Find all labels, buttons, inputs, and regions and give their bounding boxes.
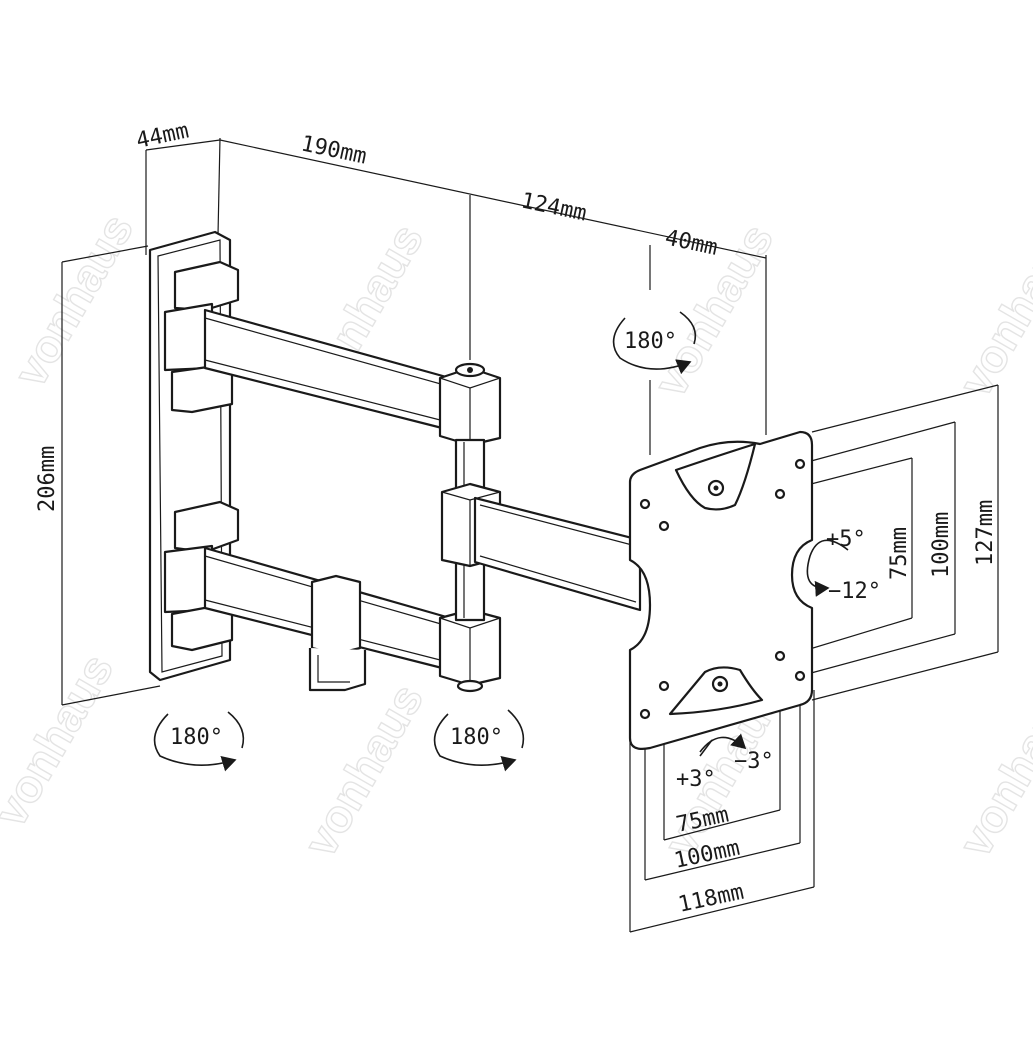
dimension-labels: 44mm 190mm 124mm 40mm 206mm 75mm 100mm 1… xyxy=(35,118,998,917)
swivel-elbow-label: 180° xyxy=(450,725,503,750)
swivel-wall-label: 180° xyxy=(170,725,223,750)
watermark: vonhaus xyxy=(949,215,1033,405)
plate-depth-label: 40mm xyxy=(663,225,720,260)
tilt-up-label: +5° xyxy=(826,527,866,552)
vesa-plate xyxy=(628,430,814,750)
watermark: vonhaus xyxy=(294,675,434,865)
upper-arm xyxy=(203,308,502,447)
rotate-plus-label: +3° xyxy=(676,767,716,792)
swivel-top-label: 180° xyxy=(624,329,677,354)
front-arm xyxy=(473,496,642,612)
vesa-v-75-label: 75mm xyxy=(887,527,912,580)
angle-labels: 180° 180° 180° +5° −12° +3° −3° xyxy=(170,329,881,792)
rotation-arrows xyxy=(153,311,849,772)
tilt-down-label: −12° xyxy=(828,579,881,604)
arm-1-label: 190mm xyxy=(299,131,369,169)
watermark: vonhaus xyxy=(4,205,144,395)
plate-height-label: 127mm xyxy=(973,500,998,566)
lower-arm xyxy=(203,546,502,693)
dimension-lines xyxy=(61,137,999,933)
watermark: vonhaus xyxy=(949,675,1033,865)
arm-2-label: 124mm xyxy=(519,188,589,226)
depth-wall-label: 44mm xyxy=(134,118,191,153)
vesa-v-100-label: 100mm xyxy=(929,512,954,578)
rotate-minus-label: −3° xyxy=(734,749,774,774)
height-label: 206mm xyxy=(35,446,60,512)
